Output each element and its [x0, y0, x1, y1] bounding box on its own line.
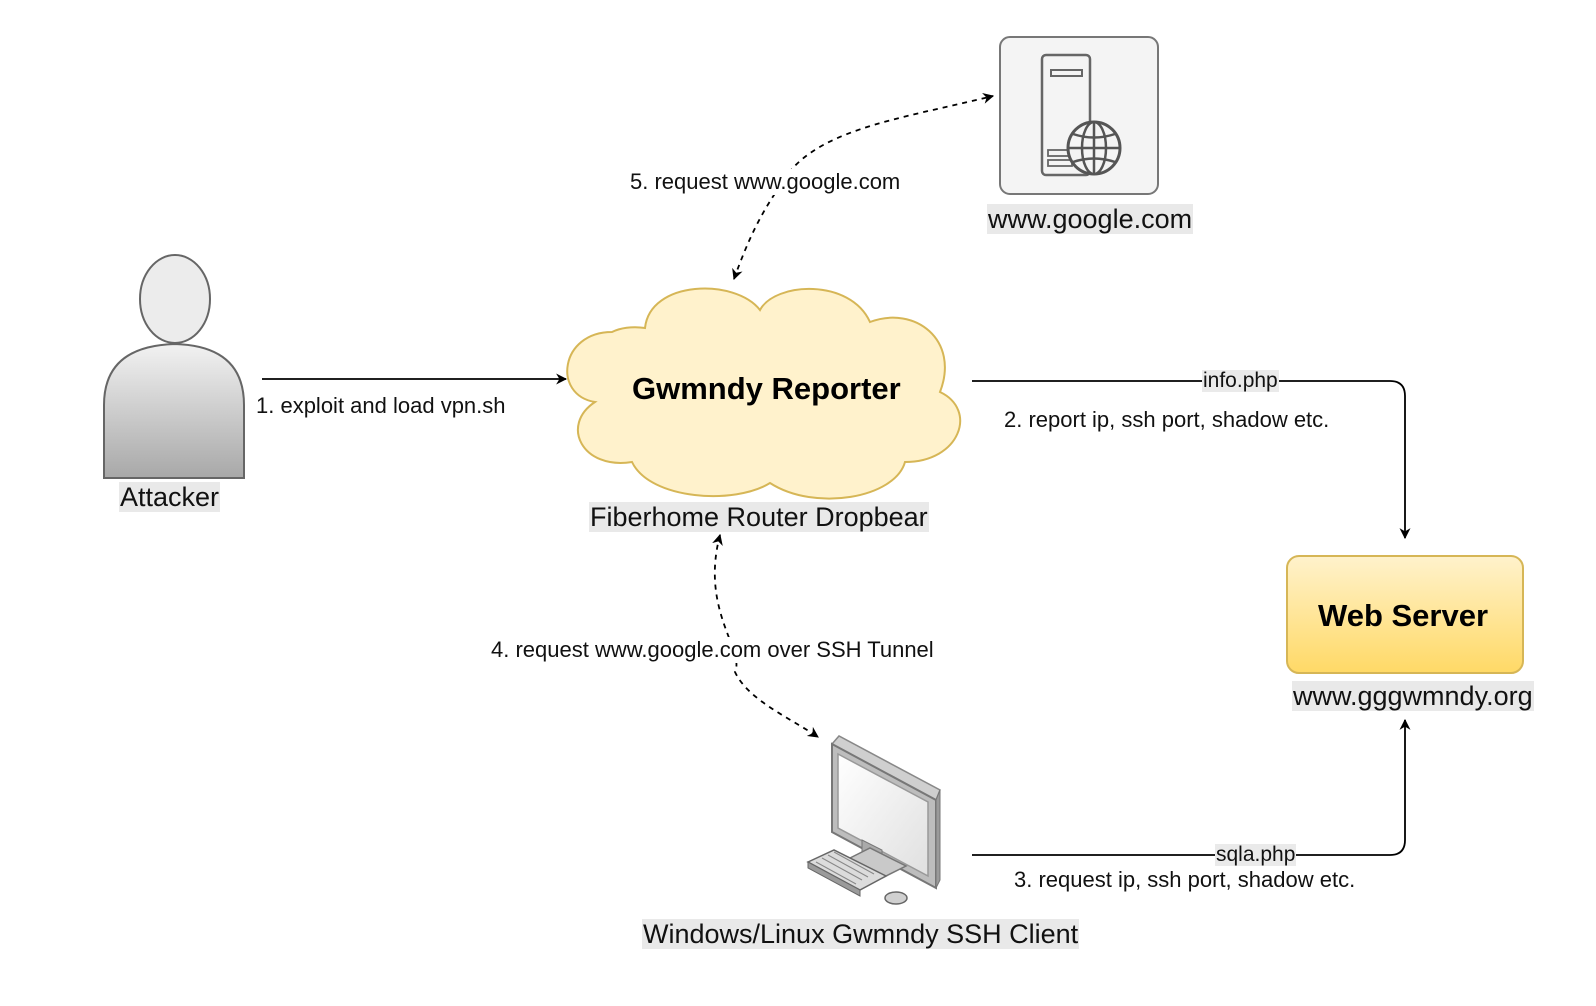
google-label: www.google.com	[987, 204, 1194, 234]
client-label: Windows/Linux Gwmndy SSH Client	[642, 919, 1080, 949]
edge-request-ip-label: 3. request ip, ssh port, shadow etc.	[1014, 867, 1356, 892]
edge-request-ip-tag: sqla.php	[1215, 843, 1297, 866]
reporter-title: Gwmndy Reporter	[632, 371, 901, 406]
edge-report-tag: info.php	[1202, 369, 1279, 392]
edge-ssh-tunnel	[712, 533, 819, 738]
edge-google-request-label: 5. request www.google.com	[630, 169, 901, 195]
web-server-globe-icon	[999, 36, 1159, 195]
edge-exploit-label: 1. exploit and load vpn.sh	[256, 393, 506, 418]
reporter-label: Fiberhome Router Dropbear	[589, 502, 929, 532]
edge-ssh-tunnel-label: 4. request www.google.com over SSH Tunne…	[491, 637, 934, 663]
attacker-label: Attacker	[119, 482, 221, 512]
desktop-computer-icon	[806, 735, 941, 905]
webserver-title: Web Server	[1318, 598, 1489, 633]
cloud-icon	[566, 287, 962, 500]
person-icon	[103, 254, 245, 479]
edge-report-label: 2. report ip, ssh port, shadow etc.	[1004, 407, 1330, 432]
edge-request-ip	[972, 718, 1411, 856]
edge-report	[972, 380, 1411, 540]
web-server-box	[1286, 555, 1524, 674]
webserver-label: www.gggwmndy.org	[1292, 681, 1534, 711]
